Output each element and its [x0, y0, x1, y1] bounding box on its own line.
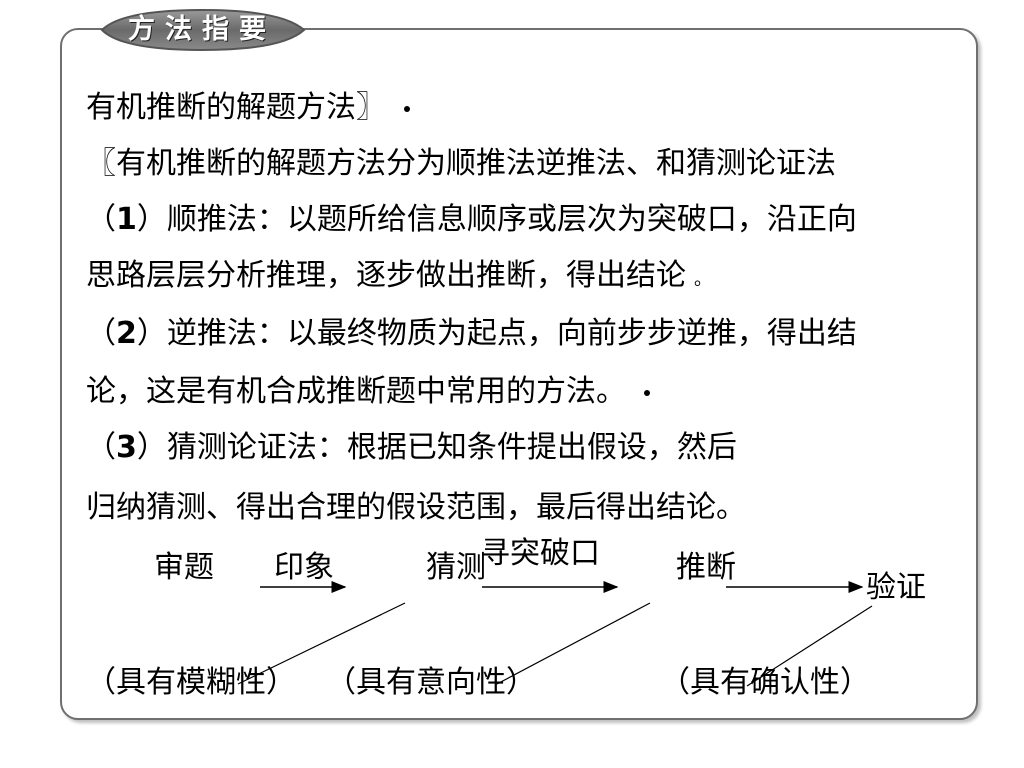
line-3-number: 1: [116, 202, 137, 237]
paragraph-line-5: （2）逆推法：以最终物质为起点，向前步步逆推，得出结: [86, 314, 857, 354]
flow-step-review: 审题: [154, 550, 214, 585]
content-frame: [60, 28, 978, 720]
paragraph-line-7: （3）猜测论证法：根据已知条件提出假设，然后: [86, 428, 737, 468]
header-badge-shape: [100, 8, 306, 52]
line-4-mark: 。: [694, 269, 712, 290]
paragraph-line-1: 有机推断的解题方法〗: [86, 88, 410, 128]
line-2-text: 〖有机推断的解题方法分为顺推法逆推法、和猜测论证法: [86, 146, 836, 181]
bullet-dot: [644, 389, 650, 396]
section-header-title: 方法指要: [128, 14, 276, 45]
line-3-text: ）顺推法：以题所给信息顺序或层次为突破口，沿正向: [136, 202, 857, 237]
flow-step-breakthrough: 寻突破口: [480, 536, 600, 571]
line-5-number: 2: [116, 316, 137, 351]
flow-step-verify: 验证: [866, 570, 926, 605]
flow-note-intent: （具有意向性）: [326, 665, 536, 700]
line-7-prefix: （: [86, 430, 116, 465]
line-5-prefix: （: [86, 316, 116, 351]
flow-step-guess: 猜测: [426, 550, 486, 585]
flow-note-confirm: （具有确认性）: [660, 665, 870, 700]
flow-step-impression: 印象: [274, 550, 334, 585]
flow-note-vague: （具有模糊性）: [86, 665, 296, 700]
line-5-text: ）逆推法：以最终物质为起点，向前步步逆推，得出结: [136, 316, 857, 351]
line-6-text: 论，这是有机合成推断题中常用的方法。: [86, 374, 626, 409]
paragraph-line-4: 思路层层分析推理，逐步做出推断，得出结论。: [86, 256, 712, 300]
paragraph-line-8: 归纳猜测、得出合理的假设范围，最后得出结论。: [86, 488, 746, 528]
flow-connector-2: [496, 602, 651, 685]
paragraph-line-3: （1）顺推法：以题所给信息顺序或层次为突破口，沿正向: [86, 200, 857, 240]
line-3-prefix: （: [86, 202, 116, 237]
line-4-text: 思路层层分析推理，逐步做出推断，得出结论: [86, 258, 686, 293]
paragraph-line-2: 〖有机推断的解题方法分为顺推法逆推法、和猜测论证法: [86, 144, 836, 184]
section-header-badge: 方法指要: [92, 8, 312, 52]
line-8-text: 归纳猜测、得出合理的假设范围，最后得出结论。: [86, 490, 746, 525]
line-7-number: 3: [116, 430, 137, 465]
paragraph-line-6: 论，这是有机合成推断题中常用的方法。: [86, 372, 650, 412]
bullet-dot: [404, 105, 410, 112]
flow-step-deduce: 推断: [676, 550, 736, 585]
line-7-text: ）猜测论证法：根据已知条件提出假设，然后: [136, 430, 737, 465]
flow-connector-3: [746, 605, 873, 687]
line-1-text: 有机推断的解题方法〗: [86, 90, 386, 125]
flow-connector-1: [237, 602, 406, 685]
